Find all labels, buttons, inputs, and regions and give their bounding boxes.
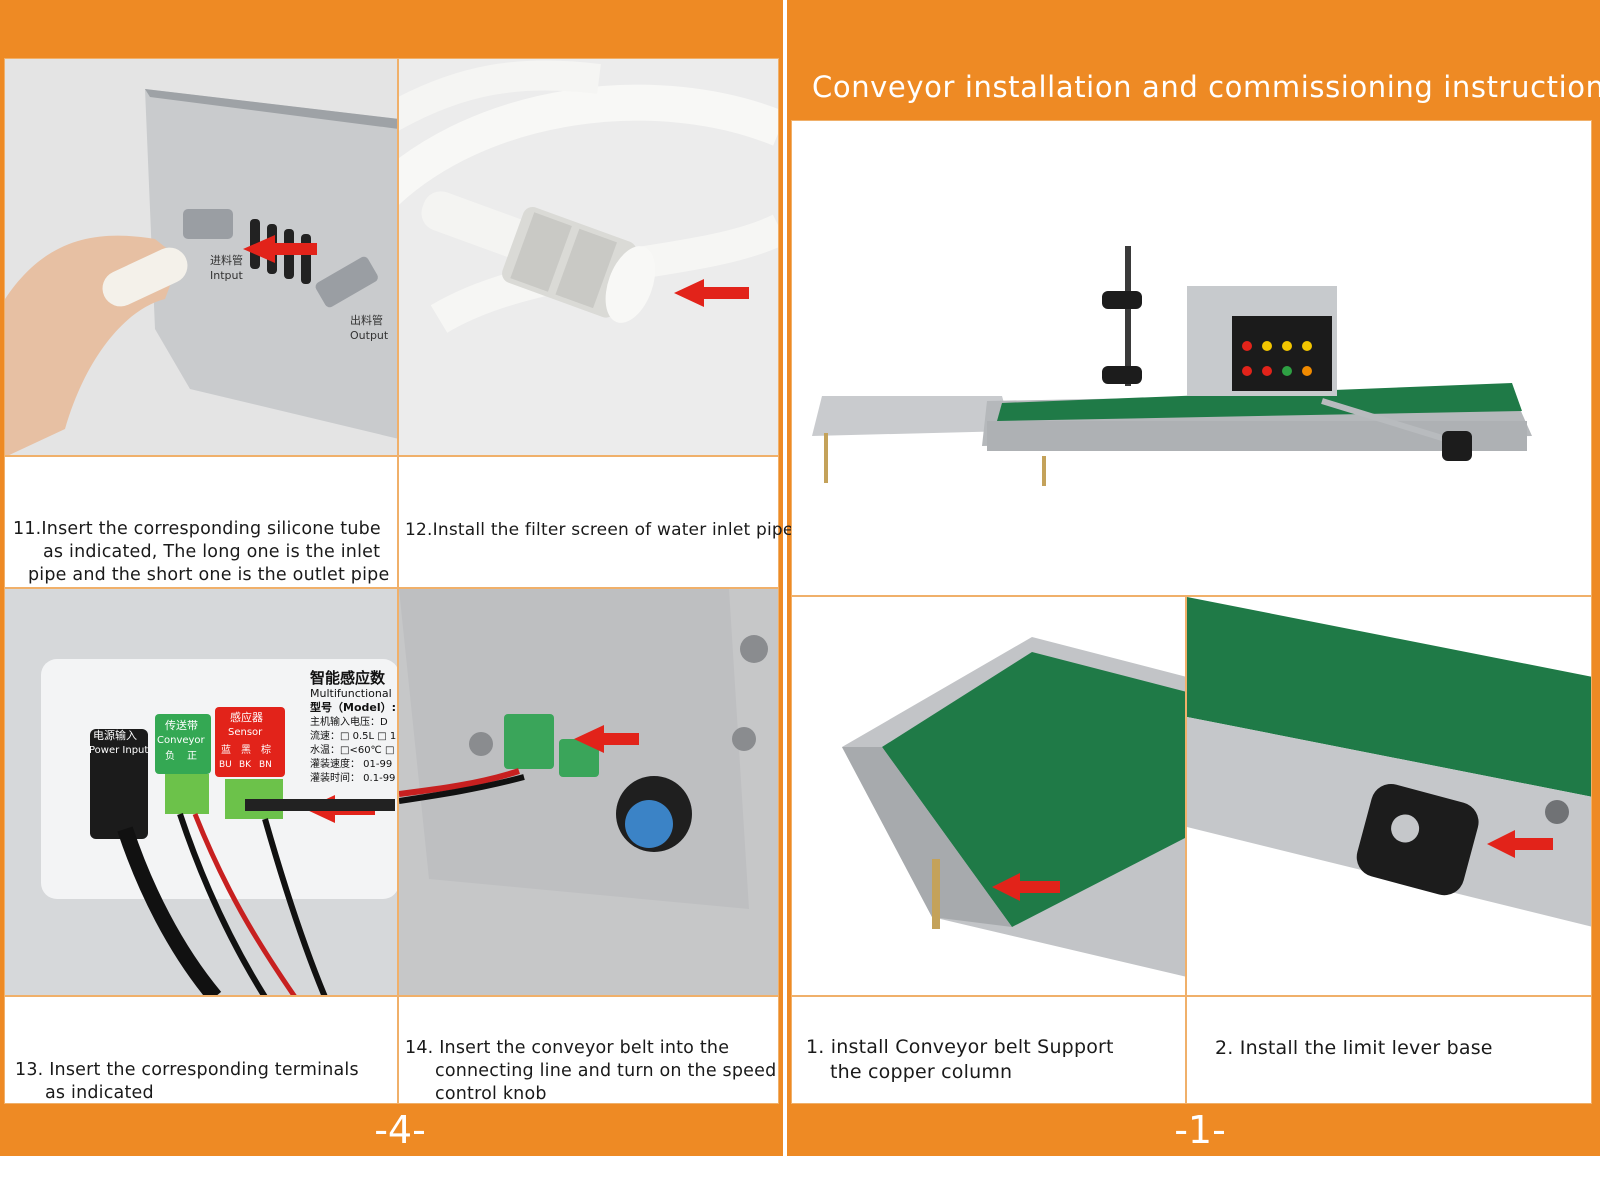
spec-title-cn: 智能感应数	[310, 669, 386, 687]
left-bottom-band	[0, 1104, 783, 1156]
step-13-photo: 电源输入 Power Input 传送带 Conveyor 负 正 感应器 Se…	[4, 588, 398, 996]
conveyor-label-en: Conveyor	[157, 735, 206, 746]
spec-title-en: Multifunctional	[310, 687, 392, 700]
pos-label: 正	[187, 751, 197, 762]
step-1-caption-box: 1. install Conveyor belt Support the cop…	[791, 996, 1186, 1104]
step-12-photo	[398, 58, 779, 456]
page-divider	[783, 0, 787, 1156]
bk-cn-label: 黑	[241, 744, 251, 756]
step-13-line-1: 13. Insert the corresponding terminals	[15, 1060, 359, 1080]
step-12-caption: 12.Install the filter screen of water in…	[405, 520, 794, 540]
right-bottom-band	[787, 1104, 1600, 1156]
step-12-caption-box: 12.Install the filter screen of water in…	[398, 456, 794, 588]
step-2-photo	[1186, 596, 1592, 996]
sensor-label-cn: 感应器	[230, 710, 263, 724]
step-13-caption: 13. Insert the corresponding terminals a…	[15, 1059, 395, 1105]
spec-time: 灌装时间： 0.1-99	[310, 771, 395, 784]
step-11-line-3: pipe and the short one is the outlet pip…	[28, 565, 390, 585]
left-inner-edge	[779, 58, 783, 1104]
spec-voltage: 主机输入电压：D	[310, 715, 388, 728]
step-11-line-2: as indicated, The long one is the inlet	[43, 542, 381, 562]
page-number-left: -4-	[374, 1108, 426, 1152]
spec-model: 型号（Model）:	[310, 700, 396, 714]
step-14-line-2: connecting line and turn on the speed	[435, 1061, 777, 1081]
spec-speed: 灌装速度： 01-99	[310, 757, 392, 770]
step-14-caption: 14. Insert the conveyor belt into the co…	[405, 1037, 779, 1106]
right-inner-edge	[787, 120, 791, 1104]
left-edge	[0, 58, 4, 1104]
step-2-caption-box: 2. Install the limit lever base	[1186, 996, 1592, 1104]
inlet-label-cn: 进料管	[210, 253, 243, 267]
page-title: Conveyor installation and commissioning …	[812, 70, 1600, 104]
spec-temp: 水温：□<60℃ □	[310, 744, 394, 756]
conveyor-label-cn: 传送带	[165, 718, 198, 732]
step-11-line-1: 11.Insert the corresponding silicone tub…	[13, 519, 381, 539]
left-top-band	[0, 0, 783, 58]
outlet-label-en: Output	[350, 329, 389, 342]
bk-label: BK	[239, 760, 252, 770]
step-1-photo	[791, 596, 1186, 996]
neg-label: 负	[165, 749, 175, 762]
step-11-photo: 进料管 Intput 出料管 Output	[4, 58, 398, 456]
step-11-caption-box: 11.Insert the corresponding silicone tub…	[4, 456, 398, 588]
step-14-photo	[398, 588, 779, 996]
power-label-en: Power Input	[89, 745, 148, 756]
outlet-label-cn: 出料管	[350, 313, 383, 327]
step-13-caption-box: 13. Insert the corresponding terminals a…	[4, 996, 398, 1104]
bu-cn-label: 蓝	[221, 744, 231, 756]
step-1-line-2: the copper column	[830, 1061, 1013, 1083]
page-number-right: -1-	[1174, 1108, 1226, 1152]
step-11-caption: 11.Insert the corresponding silicone tub…	[13, 518, 397, 587]
right-top-band	[787, 0, 1600, 120]
bn-label: BN	[259, 760, 272, 770]
step-14-caption-box: 14. Insert the conveyor belt into the co…	[398, 996, 779, 1104]
inlet-label-en: Intput	[210, 269, 243, 282]
spec-flow: 流速：□ 0.5L □ 1	[310, 729, 396, 742]
right-edge	[1592, 120, 1600, 1104]
conveyor-overview-photo	[791, 120, 1592, 596]
step-14-line-3: control knob	[435, 1084, 547, 1104]
step-1-caption: 1. install Conveyor belt Support the cop…	[806, 1035, 1186, 1085]
step-1-line-1: 1. install Conveyor belt Support	[806, 1036, 1114, 1058]
step-13-line-2: as indicated	[45, 1083, 154, 1103]
bn-cn-label: 棕	[261, 743, 271, 756]
sensor-label-en: Sensor	[228, 727, 263, 738]
bu-label: BU	[219, 760, 232, 770]
power-label-cn: 电源输入	[93, 728, 137, 742]
step-2-caption: 2. Install the limit lever base	[1215, 1037, 1493, 1059]
step-14-line-1: 14. Insert the conveyor belt into the	[405, 1038, 730, 1058]
